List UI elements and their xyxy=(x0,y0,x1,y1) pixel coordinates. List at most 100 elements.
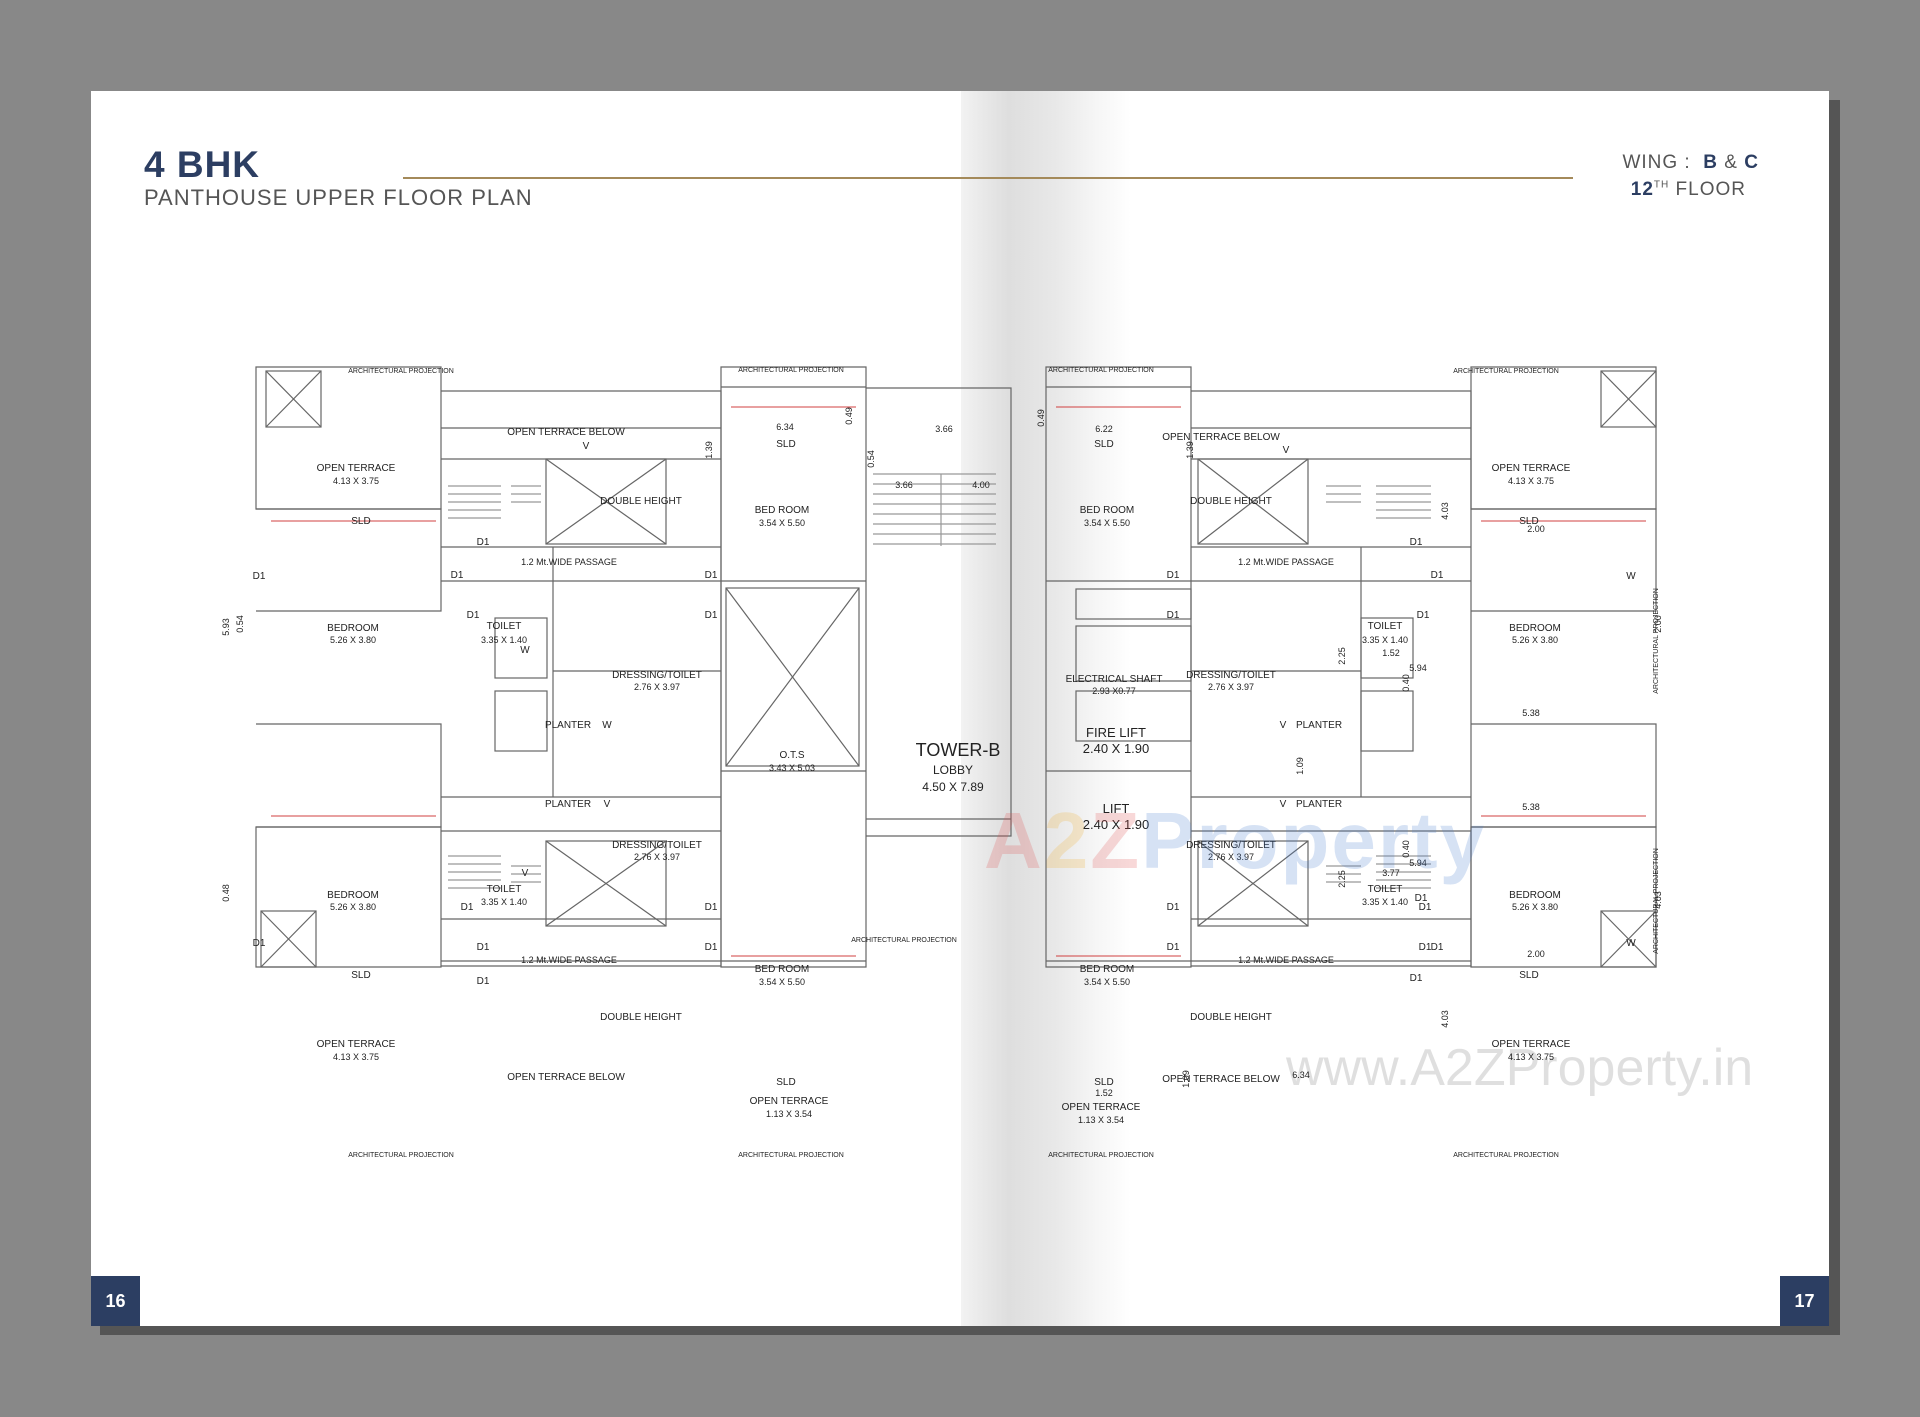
plan-label: OPEN TERRACE BELOW xyxy=(507,1072,625,1083)
page-number-right: 17 xyxy=(1780,1276,1829,1326)
plan-label: D1 xyxy=(451,570,464,581)
plan-label: D1 xyxy=(1410,537,1423,548)
plan-labels: ARCHITECTURAL PROJECTION ARCHITECTURAL PR… xyxy=(91,91,1663,1159)
plan-label: 6.22 xyxy=(1095,424,1113,434)
plan-label: OPEN TERRACE xyxy=(317,1039,396,1050)
page-title: 4 BHK xyxy=(144,144,261,185)
plan-label: 5.26 X 3.80 xyxy=(330,902,376,912)
floor-suffix: TH xyxy=(1653,179,1670,191)
plan-label: DOUBLE HEIGHT xyxy=(600,1012,682,1023)
plan-label: DOUBLE HEIGHT xyxy=(1190,496,1272,507)
plan-label: DRESSING/TOILET xyxy=(1186,670,1276,681)
plan-label: D1 xyxy=(1167,902,1180,913)
watermark-2: 2 xyxy=(1043,796,1091,885)
plan-label: W xyxy=(602,720,612,731)
plan-label: PLANTER xyxy=(545,799,591,810)
plan-label: D1 xyxy=(1167,610,1180,621)
plan-label: 3.54 X 5.50 xyxy=(1084,518,1130,528)
plan-label: BEDROOM xyxy=(327,890,379,901)
plan-label: SLD xyxy=(1094,1077,1113,1088)
plan-label: SLD xyxy=(1519,516,1538,527)
plan-label: V xyxy=(522,868,529,879)
plan-label: 1.39 xyxy=(704,441,714,459)
wing-b: B xyxy=(1703,152,1719,173)
plan-label: O.T.S xyxy=(779,750,804,761)
plan-label: 2.76 X 3.97 xyxy=(1208,852,1254,862)
plan-label: 4.13 X 3.75 xyxy=(333,1052,379,1062)
plan-label: 3.54 X 5.50 xyxy=(759,977,805,987)
plan-label: OPEN TERRACE BELOW xyxy=(507,427,625,438)
plan-label: 3.35 X 1.40 xyxy=(1362,897,1408,907)
plan-label: 5.38 xyxy=(1522,708,1540,718)
plan-label: 2.00 xyxy=(1653,615,1663,633)
plan-label: 1.2 Mt.WIDE PASSAGE xyxy=(1238,557,1334,567)
plan-label: ARCHITECTURAL PROJECTION xyxy=(1453,368,1559,375)
plan-label: TOWER-B xyxy=(916,740,1001,760)
plan-label: 6.34 xyxy=(1292,1070,1310,1080)
header-rule xyxy=(403,177,1573,179)
plan-label: 1.2 Mt.WIDE PASSAGE xyxy=(1238,955,1334,965)
plan-label: D1 xyxy=(1431,570,1444,581)
plan-label: OPEN TERRACE xyxy=(1492,1039,1571,1050)
wing-label: WING : B & C xyxy=(1622,152,1759,174)
plan-label: 0.49 xyxy=(1036,409,1046,427)
plan-label: 0.49 xyxy=(844,407,854,425)
plan-label: ARCHITECTURAL PROJECTION xyxy=(1048,367,1154,374)
plan-label: 4.03 xyxy=(1440,1010,1450,1028)
plan-label: LIFT xyxy=(1103,801,1130,816)
plan-label: D1 xyxy=(705,570,718,581)
plan-label: 4.03 xyxy=(1653,891,1663,909)
plan-label: 1.52 xyxy=(1095,1088,1113,1098)
plan-label: W xyxy=(1626,938,1636,949)
plan-label: OPEN TERRACE xyxy=(1492,463,1571,474)
plan-label: 2.93 X0.77 xyxy=(1092,686,1136,696)
plan-label: OPEN TERRACE BELOW xyxy=(1162,432,1280,443)
plan-label: PLANTER xyxy=(1296,720,1342,731)
plan-label: DRESSING/TOILET xyxy=(612,840,702,851)
plan-label: 4.03 xyxy=(1440,502,1450,520)
plan-label: D1 xyxy=(1417,610,1430,621)
plan-label: 1.13 X 3.54 xyxy=(766,1109,812,1119)
plan-label: D1 xyxy=(253,938,266,949)
plan-label: 3.54 X 5.50 xyxy=(1084,977,1130,987)
plan-label: 3.35 X 1.40 xyxy=(481,897,527,907)
plan-label: V xyxy=(604,799,611,810)
watermark-logo: A2ZProperty xyxy=(984,795,1486,887)
plan-label: V xyxy=(1280,799,1287,810)
wing-prefix: WING : xyxy=(1622,152,1691,173)
plan-label: D1 xyxy=(705,902,718,913)
floor-number: 12 xyxy=(1630,179,1654,200)
watermark-a: A xyxy=(984,796,1044,885)
plan-label: D1 xyxy=(1410,973,1423,984)
plan-label: PLANTER xyxy=(545,720,591,731)
plan-label: D1 xyxy=(461,902,474,913)
page-subtitle: PANTHOUSE UPPER FLOOR PLAN xyxy=(144,185,533,210)
plan-label: DOUBLE HEIGHT xyxy=(1190,1012,1272,1023)
plan-label: 5.94 xyxy=(1409,858,1427,868)
plan-label: 4.13 X 3.75 xyxy=(1508,1052,1554,1062)
plan-label: D1 xyxy=(1419,902,1432,913)
plan-label: BEDROOM xyxy=(1509,890,1561,901)
plan-label: W xyxy=(520,645,530,656)
watermark-z: Z xyxy=(1090,796,1142,885)
plan-label: D1 xyxy=(1419,942,1432,953)
plan-label: PLANTER xyxy=(1296,799,1342,810)
floor-label: 12TH FLOOR xyxy=(1631,179,1746,201)
plan-label: BED ROOM xyxy=(755,964,809,975)
plan-label: 3.77 xyxy=(1382,868,1400,878)
plan-label: 5.93 xyxy=(221,618,231,636)
plan-label: 1.52 xyxy=(1382,648,1400,658)
watermark-property: Property xyxy=(1141,796,1487,885)
plan-label: BEDROOM xyxy=(1509,623,1561,634)
plan-label: TOILET xyxy=(1368,884,1403,895)
plan-label: D1 xyxy=(467,610,480,621)
plan-label: 3.35 X 1.40 xyxy=(1362,635,1408,645)
plan-label: LOBBY xyxy=(933,763,973,777)
plan-label: SLD xyxy=(776,1077,795,1088)
plan-label: 3.35 X 1.40 xyxy=(481,635,527,645)
plan-label: 0.40 xyxy=(1401,674,1411,692)
plan-label: D1 xyxy=(1431,942,1444,953)
plan-label: 2.76 X 3.97 xyxy=(1208,682,1254,692)
plan-label: ELECTRICAL SHAFT xyxy=(1066,674,1163,685)
plan-label: OPEN TERRACE xyxy=(1062,1102,1141,1113)
